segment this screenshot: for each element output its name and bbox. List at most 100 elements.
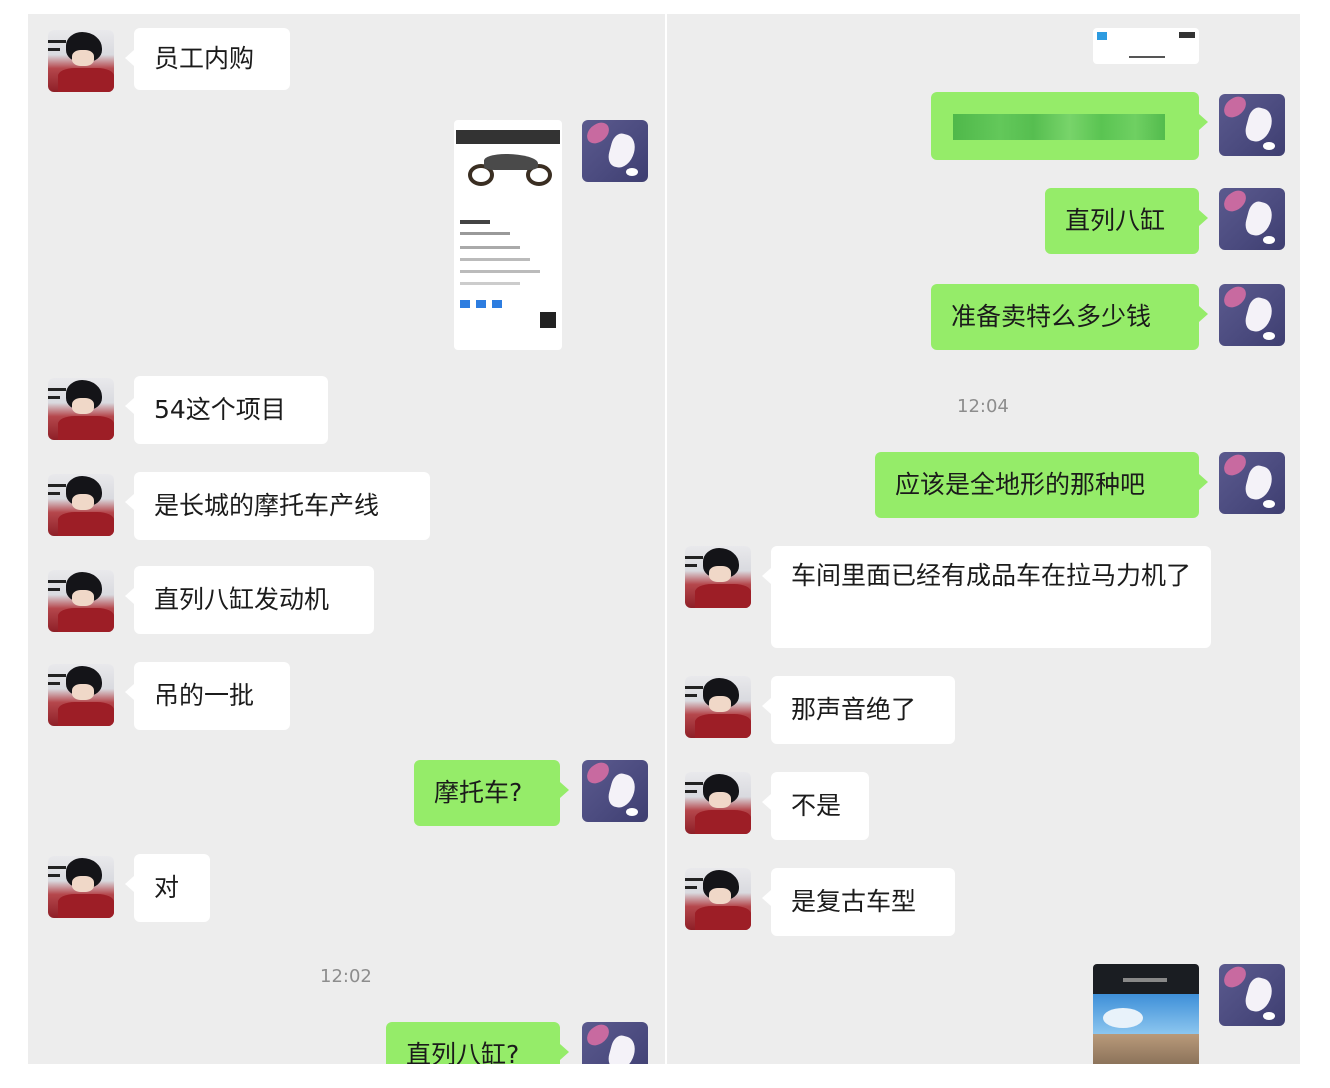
image-header (456, 130, 560, 144)
message-bubble[interactable]: 吊的一批 (125, 662, 290, 730)
avatar-other[interactable] (48, 664, 114, 726)
avatar-stripe (685, 556, 703, 559)
message-bubble[interactable]: 是复古车型 (762, 868, 955, 936)
message-text: 直列八缸发动机 (154, 585, 330, 614)
chat-panel-left[interactable]: 员工内购 (28, 14, 665, 1064)
avatar-me[interactable] (1219, 452, 1285, 514)
avatar-stripe (48, 682, 60, 685)
avatar-stripe (48, 40, 66, 43)
text-line (460, 232, 510, 235)
avatar-other[interactable] (685, 546, 751, 608)
avatar-face (709, 566, 731, 582)
message-bubble[interactable]: 直列八缸 (1045, 188, 1208, 254)
chat-panel-right[interactable]: 直列八缸 准备卖特么多少钱 12:04 应该是全地形的那种吧 车间里面已经有成品… (667, 14, 1300, 1064)
avatar-hand (606, 771, 638, 811)
redaction-mosaic (953, 114, 1165, 140)
avatar-stripe (48, 588, 60, 591)
text-line (1129, 56, 1165, 58)
photo-ground (1093, 1034, 1199, 1064)
message-bubble[interactable]: 是长城的摩托车产线 (125, 472, 430, 540)
avatar-face (72, 494, 94, 510)
qr-code-icon (540, 312, 556, 328)
avatar-stripe (48, 874, 60, 877)
avatar-other[interactable] (48, 474, 114, 536)
avatar-ear (583, 120, 613, 147)
avatar-dot (626, 168, 638, 176)
avatar-me[interactable] (582, 1022, 648, 1064)
message-text: 车间里面已经有成品车在拉马力机了 (791, 561, 1192, 590)
motorcycle-icon (468, 150, 552, 186)
message-bubble[interactable]: 不是 (762, 772, 869, 840)
avatar-face (72, 684, 94, 700)
avatar-stripe (48, 492, 60, 495)
message-text: 应该是全地形的那种吧 (895, 470, 1146, 499)
message-bubble[interactable]: 摩托车? (414, 760, 569, 826)
avatar-ear (1220, 284, 1250, 311)
message-bubble[interactable]: 54这个项目 (125, 376, 328, 444)
avatar-me[interactable] (1219, 964, 1285, 1026)
message-text: 直列八缸? (406, 1040, 520, 1064)
avatar-other[interactable] (685, 676, 751, 738)
message-bubble[interactable]: 准备卖特么多少钱 (931, 284, 1208, 350)
text-line (460, 220, 490, 224)
avatar-me[interactable] (1219, 284, 1285, 346)
avatar-face (709, 888, 731, 904)
photo-cloud (1103, 1008, 1143, 1028)
avatar-me[interactable] (1219, 188, 1285, 250)
avatar-hand (1243, 463, 1275, 503)
avatar-other[interactable] (48, 856, 114, 918)
avatar-face (709, 792, 731, 808)
message-bubble[interactable]: 那声音绝了 (762, 676, 955, 744)
avatar-ear (1220, 188, 1250, 215)
avatar-me[interactable] (1219, 94, 1285, 156)
avatar-stripe (48, 484, 66, 487)
app-icon (1097, 32, 1107, 40)
app-icon (492, 300, 502, 308)
message-text: 是长城的摩托车产线 (154, 491, 380, 520)
message-bubble[interactable]: 员工内购 (125, 28, 290, 90)
avatar-coat (695, 906, 751, 930)
avatar-ear (1220, 964, 1250, 991)
message-bubble-redacted[interactable] (931, 92, 1208, 160)
avatar-stripe (48, 48, 60, 51)
image-message[interactable] (1093, 28, 1199, 64)
timestamp: 12:04 (957, 396, 1009, 417)
avatar-face (709, 696, 731, 712)
avatar-me[interactable] (582, 760, 648, 822)
avatar-hand (1243, 105, 1275, 145)
text-line (1123, 978, 1167, 982)
avatar-other[interactable] (48, 30, 114, 92)
avatar-coat (58, 416, 114, 440)
message-text: 是复古车型 (791, 887, 917, 916)
avatar-stripe (48, 866, 66, 869)
message-text: 不是 (791, 791, 842, 820)
message-text: 那声音绝了 (791, 695, 917, 724)
avatar-stripe (48, 388, 66, 391)
avatar-dot (626, 808, 638, 816)
message-bubble[interactable]: 应该是全地形的那种吧 (875, 452, 1208, 518)
image-message[interactable] (1093, 964, 1199, 1064)
avatar-ear (583, 760, 613, 787)
message-bubble[interactable]: 对 (125, 854, 210, 922)
avatar-other[interactable] (48, 570, 114, 632)
avatar-dot (1263, 1012, 1275, 1020)
avatar-dot (1263, 236, 1275, 244)
text-line (1179, 32, 1195, 38)
avatar-face (72, 50, 94, 66)
message-bubble[interactable]: 车间里面已经有成品车在拉马力机了 (762, 546, 1211, 648)
app-icon (460, 300, 470, 308)
avatar-coat (695, 584, 751, 608)
avatar-other[interactable] (48, 378, 114, 440)
avatar-hand (1243, 975, 1275, 1015)
message-text: 摩托车? (434, 778, 523, 807)
avatar-other[interactable] (685, 868, 751, 930)
avatar-other[interactable] (685, 772, 751, 834)
image-message[interactable] (454, 120, 562, 350)
message-bubble[interactable]: 直列八缸? (386, 1022, 569, 1064)
avatar-coat (58, 702, 114, 726)
avatar-ear (1220, 94, 1250, 121)
avatar-me[interactable] (582, 120, 648, 182)
timestamp: 12:02 (320, 966, 372, 987)
message-bubble[interactable]: 直列八缸发动机 (125, 566, 374, 634)
app-icon (476, 300, 486, 308)
